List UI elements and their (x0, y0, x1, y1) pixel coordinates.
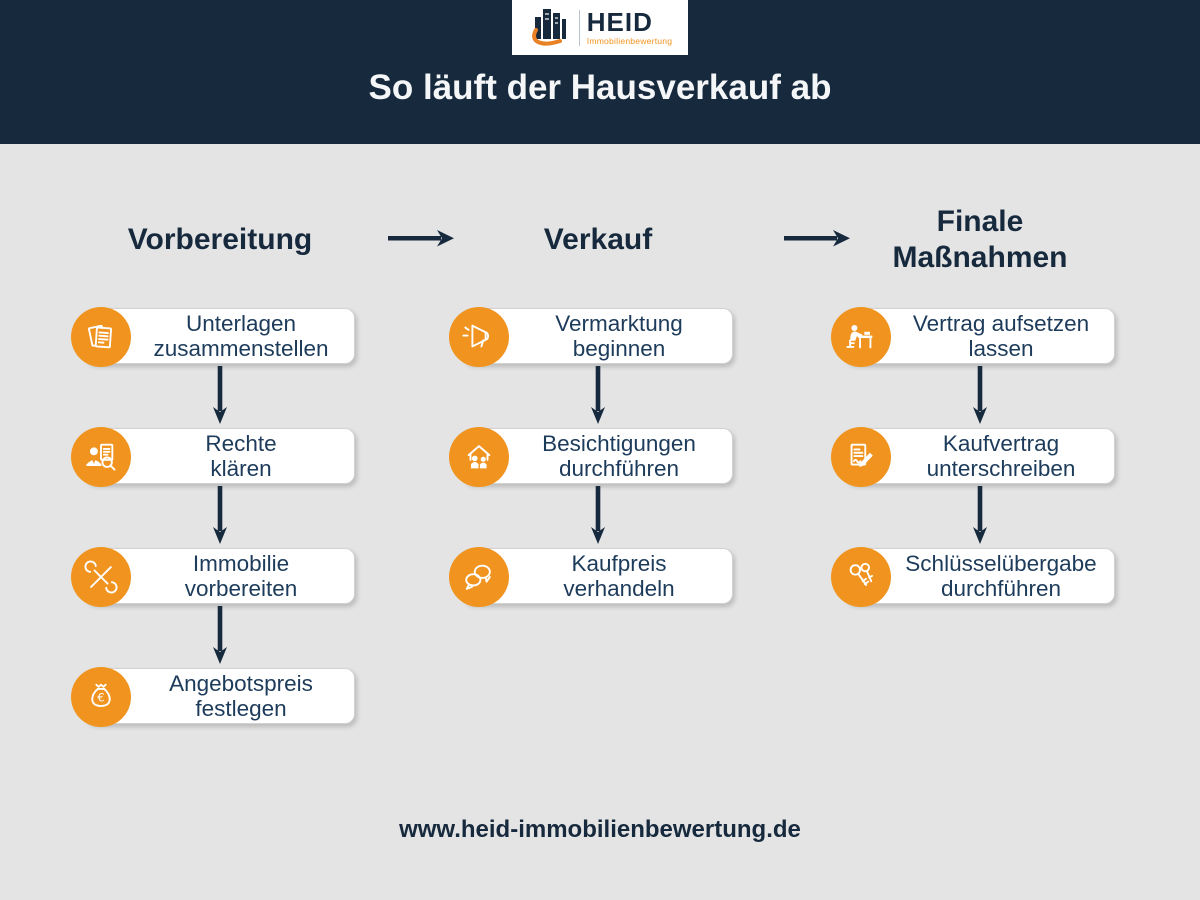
step-card-vermarktung: Vermarktung beginnen (449, 307, 733, 367)
step-label: Kaufpreis verhandeln (563, 551, 675, 601)
logo-name: HEID (586, 7, 653, 38)
right-arrow-icon (388, 229, 454, 252)
column-title-vorbereitung: Vorbereitung (127, 223, 313, 256)
column-title-verkauf: Verkauf (543, 223, 653, 256)
step-card-angebotspreis: € Angebotspreis festlegen (71, 667, 355, 727)
step-card-besichtigungen: Besichtigungen durchführen (449, 427, 733, 487)
down-arrow-icon (590, 486, 606, 549)
buildings-swoosh-icon (528, 4, 572, 51)
footer-url-link[interactable]: www.heid-immobilienbewertung.de (399, 816, 801, 843)
speech-bubbles-icon (449, 547, 509, 607)
euro-symbol: € (97, 691, 104, 705)
step-label: Kaufvertrag unterschreiben (926, 431, 1076, 481)
logo-divider (578, 9, 580, 46)
step-label: Immobilie vorbereiten (184, 551, 298, 601)
page-title: So läuft der Hausverkauf ab (368, 68, 832, 107)
contract-signing-icon (831, 427, 891, 487)
step-label: Besichtigungen durchführen (542, 431, 696, 481)
money-bag-euro-icon: € (71, 667, 131, 727)
house-viewing-people-icon (449, 427, 509, 487)
step-label: Vermarktung beginnen (555, 311, 683, 361)
megaphone-icon (449, 307, 509, 367)
step-card-schluesseluebergabe: Schlüsselübergabe durchführen (831, 547, 1115, 607)
person-document-magnifier-icon (71, 427, 131, 487)
step-label: Schlüsselübergabe durchführen (905, 551, 1097, 601)
step-card-rechte: Rechte klären (71, 427, 355, 487)
down-arrow-icon (212, 606, 228, 669)
column-title-finale-massnahmen: Finale Maßnahmen (892, 205, 1068, 274)
keys-icon (831, 547, 891, 607)
step-card-unterlagen: Unterlagen zusammenstellen (71, 307, 355, 367)
step-card-immobilie: Immobilie vorbereiten (71, 547, 355, 607)
logo-text: HEID Immobilienbewertung (587, 9, 672, 46)
down-arrow-icon (972, 486, 988, 549)
right-arrow-icon (784, 229, 850, 252)
header-band: HEID Immobilienbewertung So läuft der Ha… (0, 0, 1200, 144)
logo: HEID Immobilienbewertung (512, 0, 688, 55)
documents-icon (71, 307, 131, 367)
down-arrow-icon (212, 486, 228, 549)
crossed-tools-icon (71, 547, 131, 607)
step-label: Rechte klären (205, 431, 277, 481)
down-arrow-icon (590, 366, 606, 429)
step-label: Angebotspreis festlegen (169, 671, 313, 721)
step-card-kaufpreis: Kaufpreis verhandeln (449, 547, 733, 607)
down-arrow-icon (972, 366, 988, 429)
step-label: Vertrag aufsetzen lassen (912, 311, 1090, 361)
step-card-kaufvertrag: Kaufvertrag unterschreiben (831, 427, 1115, 487)
step-label: Unterlagen zusammenstellen (153, 311, 329, 361)
person-at-desk-icon (831, 307, 891, 367)
logo-subtitle: Immobilienbewertung (586, 36, 673, 47)
step-card-vertrag-aufsetzen: Vertrag aufsetzen lassen (831, 307, 1115, 367)
down-arrow-icon (212, 366, 228, 429)
